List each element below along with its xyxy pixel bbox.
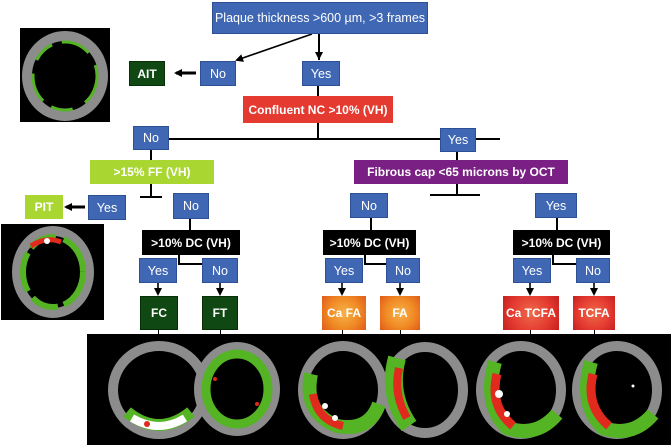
connector bbox=[552, 263, 576, 265]
yes-box-level2: Yes bbox=[440, 128, 476, 152]
pit-vessel-image bbox=[1, 224, 104, 320]
no-box-tcfa: No bbox=[576, 258, 610, 283]
ft-box: FT bbox=[202, 296, 238, 330]
yes-label: Yes bbox=[96, 200, 118, 215]
ff-yes-box: Yes bbox=[88, 195, 126, 220]
arrow-to-no bbox=[235, 33, 313, 62]
ait-label: AIT bbox=[137, 66, 157, 81]
confluent-nc-label: Confluent NC >10% (VH) bbox=[248, 102, 388, 117]
confluent-nc-box: Confluent NC >10% (VH) bbox=[243, 96, 393, 123]
plaque-thickness-label: Plaque thickness >600 µm, >3 frames bbox=[214, 11, 426, 25]
dc-box-left: >10% DC (VH) bbox=[142, 230, 240, 255]
catcfa-box: Ca TCFA bbox=[503, 296, 559, 330]
no-box-fa: No bbox=[386, 258, 420, 283]
connector bbox=[189, 218, 191, 230]
dc-box-right: >10% DC (VH) bbox=[513, 230, 610, 255]
connector bbox=[370, 218, 372, 230]
connector bbox=[364, 263, 388, 265]
yes-label: Yes bbox=[147, 263, 169, 278]
yes-label: Yes bbox=[521, 263, 543, 278]
fibrous-cap-label: Fibrous cap <65 microns by OCT bbox=[367, 165, 555, 179]
catcfa-vessel-image bbox=[476, 341, 566, 439]
fc-label: FC bbox=[151, 306, 167, 320]
yes-label: Yes bbox=[447, 133, 469, 147]
connector bbox=[317, 84, 319, 96]
dc-label: >10% DC (VH) bbox=[329, 235, 410, 250]
ff-no-box: No bbox=[173, 193, 209, 219]
no-label: No bbox=[183, 199, 199, 213]
fibrous-cap-no-box: No bbox=[350, 193, 388, 218]
fc-vessel-image bbox=[108, 341, 210, 439]
tcfa-box: TCFA bbox=[573, 296, 615, 330]
yes-box-fc: Yes bbox=[139, 258, 177, 283]
connector bbox=[318, 30, 320, 60]
fibrous-cap-box: Fibrous cap <65 microns by OCT bbox=[354, 160, 568, 184]
no-box-level1: No bbox=[200, 61, 236, 86]
dc-label: >10% DC (VH) bbox=[151, 235, 231, 250]
connector bbox=[552, 255, 554, 264]
connector bbox=[140, 196, 162, 198]
yes-box-cafa: Yes bbox=[325, 258, 363, 283]
connector bbox=[317, 122, 319, 138]
connector bbox=[178, 255, 180, 264]
dc-box-middle: >10% DC (VH) bbox=[323, 230, 416, 255]
ff-label: >15% FF (VH) bbox=[113, 165, 191, 179]
no-label: No bbox=[585, 263, 601, 278]
connector bbox=[556, 218, 558, 230]
tcfa-label: TCFA bbox=[578, 306, 610, 320]
yes-box-level1: Yes bbox=[302, 61, 340, 86]
cafa-label: Ca FA bbox=[326, 306, 361, 320]
no-label: No bbox=[210, 66, 226, 81]
ff-box: >15% FF (VH) bbox=[90, 160, 214, 184]
catcfa-label: Ca TCFA bbox=[505, 306, 556, 320]
ait-box: AIT bbox=[129, 61, 165, 86]
no-label: No bbox=[143, 131, 159, 145]
pit-label: PIT bbox=[34, 200, 54, 214]
ft-vessel-image bbox=[194, 342, 280, 436]
ait-vessel-image bbox=[20, 28, 110, 122]
yes-label: Yes bbox=[333, 263, 355, 278]
connector bbox=[150, 182, 152, 196]
dc-label: >10% DC (VH) bbox=[521, 235, 602, 250]
no-label: No bbox=[361, 198, 377, 213]
yes-box-catcfa: Yes bbox=[513, 258, 551, 283]
fibrous-cap-yes-box: Yes bbox=[535, 193, 577, 218]
fa-vessel-image bbox=[382, 342, 468, 438]
tcfa-vessel-image bbox=[572, 341, 662, 439]
plaque-thickness-box: Plaque thickness >600 µm, >3 frames bbox=[212, 2, 428, 34]
connector bbox=[456, 148, 458, 160]
no-box-level2: No bbox=[133, 126, 169, 150]
no-label: No bbox=[395, 263, 411, 278]
connector bbox=[430, 194, 480, 196]
yes-label: Yes bbox=[310, 66, 332, 81]
connector bbox=[456, 182, 458, 194]
outcome-vessel-images-strip bbox=[87, 334, 671, 445]
ft-label: FT bbox=[212, 306, 228, 320]
fc-box: FC bbox=[140, 296, 178, 330]
pit-box: PIT bbox=[25, 195, 63, 219]
cafa-vessel-image bbox=[298, 341, 388, 439]
yes-label: Yes bbox=[545, 198, 567, 213]
fa-label: FA bbox=[392, 306, 408, 320]
cafa-box: Ca FA bbox=[322, 296, 366, 330]
no-label: No bbox=[212, 263, 228, 278]
connector bbox=[364, 255, 366, 264]
connector bbox=[178, 263, 202, 265]
no-box-ft: No bbox=[202, 258, 238, 283]
connector bbox=[150, 138, 500, 140]
fa-box: FA bbox=[380, 296, 420, 330]
connector bbox=[150, 148, 152, 160]
